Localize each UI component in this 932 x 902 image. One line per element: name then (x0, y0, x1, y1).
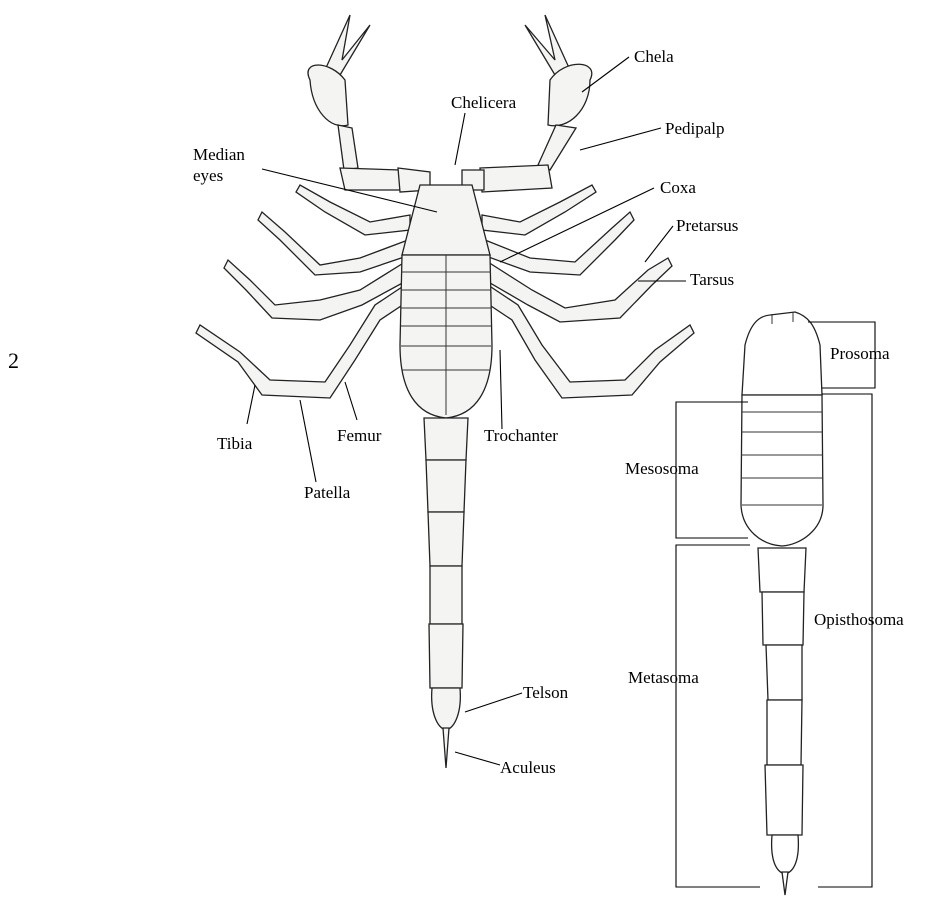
label-prosoma: Prosoma (830, 344, 890, 363)
label-coxa: Coxa (660, 178, 696, 197)
label-tarsus: Tarsus (690, 270, 734, 289)
label-mesosoma: Mesosoma (625, 459, 699, 478)
scorpion-illustration (196, 15, 694, 768)
figure-number: 2 (8, 348, 19, 373)
label-femur: Femur (337, 426, 382, 445)
label-metasoma: Metasoma (628, 668, 699, 687)
label-tibia: Tibia (217, 434, 253, 453)
label-opisthosoma: Opisthosoma (814, 610, 904, 629)
label-chelicera: Chelicera (451, 93, 517, 112)
label-trochanter: Trochanter (484, 426, 558, 445)
label-eyes: eyes (193, 166, 223, 185)
body-outline-diagram (741, 312, 823, 895)
label-aculeus: Aculeus (500, 758, 556, 777)
label-chela: Chela (634, 47, 674, 66)
label-pedipalp: Pedipalp (665, 119, 725, 138)
label-median: Median (193, 145, 245, 164)
label-pretarsus: Pretarsus (676, 216, 738, 235)
label-patella: Patella (304, 483, 351, 502)
label-telson: Telson (523, 683, 569, 702)
